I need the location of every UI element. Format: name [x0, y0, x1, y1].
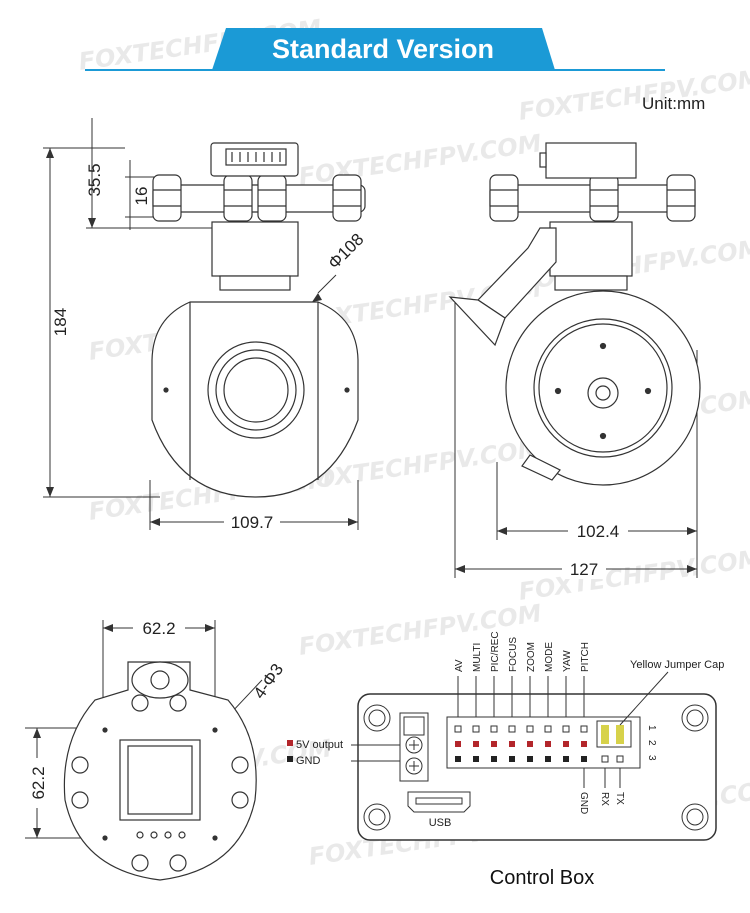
bottom-pin-label: GND [578, 792, 589, 814]
dim-total-height: 184 [51, 308, 70, 336]
row-number: 1 [646, 725, 657, 731]
dim-ball-width: 102.4 [577, 522, 620, 541]
dim-plate-thickness: 16 [132, 187, 151, 206]
watermark-text: FOXTECHFPV.COM [517, 544, 750, 606]
dim-overall-width: 127 [570, 560, 598, 579]
control-box-title: Control Box [490, 867, 595, 889]
pin-label: ZOOM [526, 642, 537, 672]
bottom-pin-label: TX [614, 792, 625, 805]
dim-hole-span-y: 62.2 [29, 766, 48, 799]
dim-holes: 4-Φ3 [250, 660, 287, 702]
unit-label: Unit:mm [642, 94, 705, 113]
header-title: Standard Version [272, 34, 494, 64]
dim-width: 109.7 [231, 513, 274, 532]
header-banner: Standard Version [85, 28, 665, 71]
jumper-cap-left [601, 725, 609, 744]
header-tab [212, 28, 555, 70]
power-legend-swatch [287, 740, 293, 746]
row-number: 2 [646, 740, 657, 746]
jumper-label: Yellow Jumper Cap [630, 659, 724, 671]
ground-legend-swatch [287, 756, 293, 762]
pin-label: PITCH [580, 642, 591, 672]
power-label-5v: 5V output [296, 739, 343, 751]
control-box: USB 5V output GND AV MULTI PIC/REC FOCUS… [287, 631, 724, 889]
pin-label: MULTI [472, 643, 483, 672]
row-number: 3 [646, 755, 657, 761]
pin-label: FOCUS [508, 637, 519, 672]
side-view-dimensions: 102.4 127 [455, 519, 697, 579]
watermark-text: FOXTECHFPV.COM [517, 64, 750, 126]
dim-hole-span-x: 62.2 [142, 619, 175, 638]
jumper-cap-right [616, 725, 624, 744]
dim-ball-diameter: Φ108 [324, 230, 367, 273]
dim-top-height: 35.5 [85, 163, 104, 196]
bottom-pin-label: RX [599, 792, 610, 806]
watermark-text: FOXTECHFPV.COM [297, 599, 543, 661]
side-view [448, 142, 701, 578]
pin-label: MODE [544, 642, 555, 672]
pin-label: PIC/REC [490, 631, 501, 672]
power-label-gnd: GND [296, 755, 321, 767]
front-view [43, 118, 366, 530]
pin-label: AV [454, 659, 465, 672]
pin-label: YAW [562, 650, 573, 672]
bottom-view [25, 620, 263, 881]
usb-label: USB [429, 817, 452, 829]
